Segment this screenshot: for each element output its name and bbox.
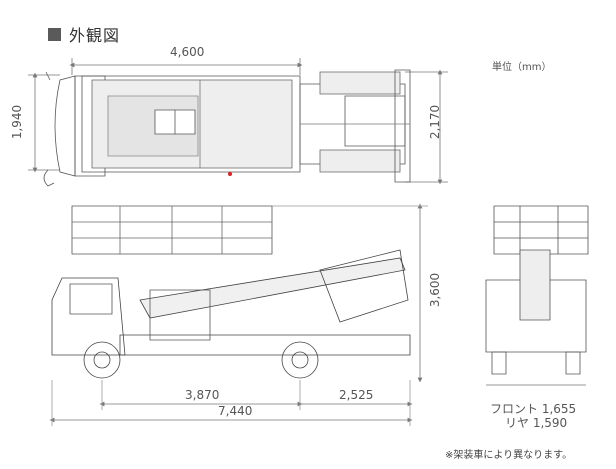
rear-view bbox=[486, 206, 588, 385]
top-width-right-label: 2,170 bbox=[428, 104, 443, 140]
wheelbase-label: 3,870 bbox=[185, 388, 220, 402]
filled-square-icon bbox=[48, 27, 61, 41]
unit-label: 単位（mm） bbox=[492, 62, 552, 73]
top-view bbox=[28, 58, 448, 186]
front-tread-label: フロント 1,655 bbox=[490, 402, 577, 416]
rear-tread-label: リヤ 1,590 bbox=[505, 416, 568, 430]
footnote: ※架装車により異なります。 bbox=[445, 450, 573, 461]
section-heading: 外観図 bbox=[48, 22, 120, 46]
rear-overhang-label: 2,525 bbox=[339, 388, 374, 402]
red-marker-dot bbox=[228, 172, 232, 176]
heading-title: 外観図 bbox=[69, 26, 121, 45]
top-length-label: 4,600 bbox=[170, 45, 205, 59]
overall-length-label: 7,440 bbox=[218, 404, 253, 418]
top-width-left-label: 1,940 bbox=[10, 104, 25, 140]
side-height-label: 3,600 bbox=[428, 272, 443, 308]
side-view bbox=[49, 203, 428, 426]
